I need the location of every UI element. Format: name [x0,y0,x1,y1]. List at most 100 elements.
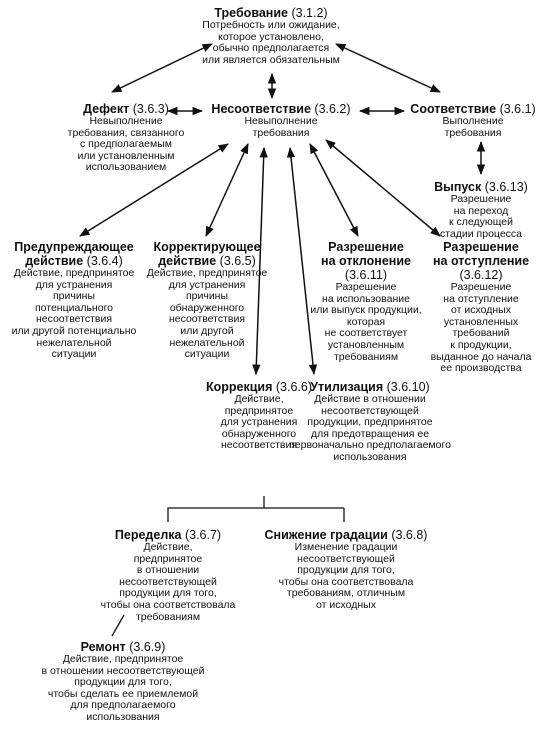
preventive-desc-line: потенциального [34,301,114,314]
node-rework: Переделка (3.6.7) Действие, предпринятое… [92,528,244,623]
correction-desc-line: Действие, [234,393,284,405]
rework-desc-line: Действие, [143,541,193,553]
correction-desc-line: обнаруженного [221,427,297,440]
conformity-name: Соответствие [410,102,497,116]
preventive-desc-line: несоответствия [35,313,113,326]
node-defect: Дефект (3.6.3) Невыполнение требования, … [56,102,196,174]
deviation-desc-line: Разрешение [335,281,397,293]
node-corrective-action: Корректирующее действие (3.6.5) Действие… [138,240,276,361]
defect-desc-line: Невыполнение [89,115,163,127]
node-release: Выпуск (3.6.13) Разрешение на переход к … [424,180,538,240]
preventive-desc-line: для устранения [35,278,113,291]
rework-desc-line: предпринятое [133,552,203,565]
arrow-nonconformity-preventive [79,143,229,237]
repair-name: Ремонт [80,640,126,654]
requirement-name: Требование [214,6,288,20]
node-preventive-action: Предупреждающее действие (3.6.4) Действи… [4,240,144,361]
node-repair: Ремонт (3.6.9) Действие, предпринятое в … [30,640,216,724]
corrective-desc-line: причины [185,290,229,303]
preventive-desc-line: ситуации [51,348,97,361]
regrade-desc-line: Изменение градации [294,541,398,553]
corrective-desc-line: несоответствия [168,313,246,326]
correction-desc-line: предпринятое [224,404,294,417]
correction-desc-line: для устранения [220,416,298,429]
deviation-code: (3.6.11) [344,268,388,282]
scrap-desc-line: Действие в отношении [314,393,426,405]
requirement-code: (3.1.2) [291,6,328,20]
correction-name: Коррекция [205,380,273,394]
tree-line-rework-repair [111,614,125,637]
corrective-name-line: действие [158,254,217,268]
scrap-desc-line: первоначально предполагаемого [289,439,451,452]
corrective-desc-line: ситуации [184,348,230,361]
concession-desc-line: к продукции, [450,338,512,351]
preventive-desc-line: нежелательной [36,336,112,349]
nonconformity-desc-line: требования [252,126,310,139]
repair-desc-line: использования [86,710,160,723]
repair-desc-line: продукции для того, [74,676,172,689]
repair-desc-line: в отношении несоответствующей [41,664,205,677]
corrective-name-line: Корректирующее [153,240,261,254]
rework-desc-line: требованиям [135,610,201,623]
release-code: (3.6.13) [484,180,528,194]
arrow-nonconformity-scrap [286,146,318,376]
node-deviation-permit: Разрешение на отклонение (3.6.11) Разреш… [304,240,428,363]
conformity-desc-line: требования [444,126,502,139]
concession-desc-line: выданное до начала [430,350,532,363]
concession-desc-line: Разрешение [450,281,512,293]
rework-desc-line: в отношении [136,564,200,577]
node-conformity: Соответствие (3.6.1) Выполнение требован… [408,102,538,139]
nonconformity-desc-line: Невыполнение [244,115,318,127]
preventive-code: (3.6.4) [86,254,123,268]
arrow-requirement-conformity [335,43,441,93]
concession-name-line: на отступление [432,254,530,268]
rework-name: Переделка [114,528,182,542]
requirement-desc-line: которое установлено, [218,30,324,43]
scrap-desc-line: использования [333,450,407,463]
deviation-desc-line: или выпуск продукции, [310,304,422,317]
release-desc-line: Разрешение [450,193,512,205]
requirement-desc-line: обычно предполагается [212,42,330,55]
corrective-desc-line: Действие, предпринятое [146,267,268,279]
rework-desc-line: продукции для того, [119,587,217,600]
scrap-code: (3.6.10) [386,380,430,394]
regrade-desc-line: несоответствующей [297,552,395,565]
regrade-desc-line: от исходных [316,598,376,611]
rework-desc-line: несоответствующей [119,575,217,588]
regrade-name: Снижение градации [264,528,388,542]
node-concession: Разрешение на отступление (3.6.12) Разре… [422,240,540,375]
defect-desc-line: использованием [85,161,167,174]
deviation-desc-line: на использование [322,292,410,305]
tree-line-correction [167,496,265,522]
defect-desc-line: с предполагаемым [80,138,172,151]
regrade-code: (3.6.8) [391,528,428,542]
scrap-desc-line: для предотвращения ее [310,427,430,440]
release-desc-line: к следующей [449,216,513,229]
scrap-desc-line: несоответствующей [321,404,419,417]
correction-desc-line: несоответствия [220,439,298,452]
release-desc-line: на переход [453,204,509,217]
arrow-requirement-defect [111,43,213,93]
deviation-desc-line: не соответствует [324,327,408,340]
release-desc-line: стадии процесса [440,227,522,240]
concession-name-line: Разрешение [443,240,519,254]
corrective-code: (3.6.5) [219,254,256,268]
deviation-name-line: Разрешение [328,240,404,254]
preventive-desc-line: причины [52,290,96,303]
repair-desc-line: чтобы сделать ее приемлемой [47,687,199,700]
nonconformity-name: Несоответствие [211,102,311,116]
node-correction: Коррекция (3.6.6) Действие, предпринятое… [184,380,334,452]
corrective-desc-line: нежелательной [169,336,245,349]
preventive-name-line: действие [25,254,84,268]
nonconformity-code: (3.6.2) [314,102,351,116]
preventive-desc-line: или другой потенциально [11,324,137,337]
arrow-nonconformity-correction [252,146,268,376]
defect-desc-line: или установленным [77,149,175,162]
defect-desc-line: требования, связанного [67,126,185,139]
repair-desc-line: для предполагаемого [70,699,176,712]
rework-code: (3.6.7) [184,528,222,542]
corrective-desc-line: обнаруженного [169,301,245,314]
defect-code: (3.6.3) [132,102,169,116]
concession-desc-line: ее производства [440,362,522,375]
release-name: Выпуск [434,180,482,194]
